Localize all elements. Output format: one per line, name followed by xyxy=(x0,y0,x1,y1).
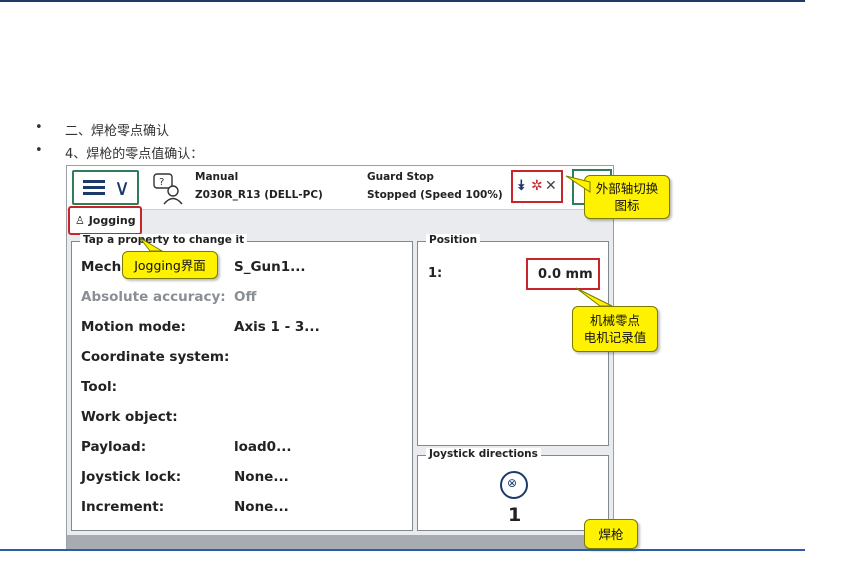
properties-group: Tap a property to change it Mechanical u… xyxy=(71,234,413,531)
joystick-direction-icon: ⊗ xyxy=(500,471,528,499)
flexpendant-screen: ∨ ? Manual Z030R_R13 (DELL-PC) Guard Sto… xyxy=(66,165,614,551)
callout-gun: 焊枪 xyxy=(584,519,638,549)
position-axis-label: 1: xyxy=(428,266,443,281)
chevron-down-icon: ∨ xyxy=(114,176,131,201)
main-menu-button[interactable]: ∨ xyxy=(72,170,139,205)
guard-status: Guard Stop xyxy=(367,171,434,183)
joystick-group: Joystick directions ⊗ 1 xyxy=(417,448,609,531)
status-bar: ∨ ? Manual Z030R_R13 (DELL-PC) Guard Sto… xyxy=(67,166,613,210)
screen-footer xyxy=(67,535,613,551)
position-title: Position xyxy=(426,234,481,246)
joystick-axis-number: 1 xyxy=(508,504,522,526)
operating-mode: Manual xyxy=(195,171,239,183)
jogging-icon: ♙ xyxy=(75,214,85,227)
controller-state: Stopped (Speed 100%) xyxy=(367,189,503,201)
callout-jogging: Jogging界面 xyxy=(122,251,218,279)
bottom-rule xyxy=(0,549,805,551)
position-value: 0.0 mm xyxy=(526,258,600,290)
callout-axis-switch: 外部轴切换 图标 xyxy=(584,175,670,219)
callout-zero-record: 机械零点 电机记录值 xyxy=(572,306,658,352)
properties-title: Tap a property to change it xyxy=(80,234,248,246)
joystick-title: Joystick directions xyxy=(426,448,541,460)
external-axis-switch-icon[interactable]: ⯯ ✲ ✕ xyxy=(511,170,563,203)
hamburger-menu-icon xyxy=(83,180,105,196)
system-name: Z030R_R13 (DELL-PC) xyxy=(195,189,323,201)
operator-window-icon[interactable]: ? xyxy=(151,171,185,205)
tab-jogging[interactable]: ♙ Jogging xyxy=(68,206,142,235)
top-rule xyxy=(0,0,805,2)
svg-text:?: ? xyxy=(159,177,164,188)
